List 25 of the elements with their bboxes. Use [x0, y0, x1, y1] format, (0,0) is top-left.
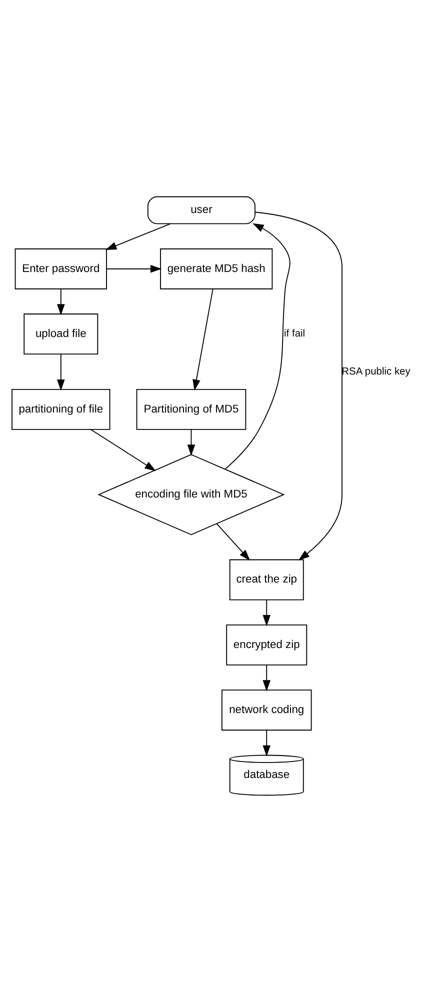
node-diamond: encoding file with MD5 — [98, 454, 285, 536]
arrow — [56, 354, 65, 391]
node-box: upload file — [24, 314, 98, 354]
arrow — [216, 523, 250, 561]
node-box: Enter password — [14, 248, 107, 290]
arrow — [56, 288, 65, 316]
node-box: generate MD5 hash — [160, 248, 273, 290]
node-box: Partitioning of MD5 — [136, 388, 246, 430]
node-box: encrypted zip — [226, 624, 308, 666]
arrow — [106, 264, 162, 273]
arrow — [254, 212, 342, 560]
edge-label: if fail — [284, 328, 306, 340]
node-box: partitioning of file — [12, 388, 110, 430]
arrow — [262, 730, 271, 757]
arrow — [90, 429, 156, 472]
node-box: creat the zip — [229, 559, 304, 600]
arrow — [105, 223, 171, 250]
edge-label: RSA public key — [342, 366, 410, 378]
arrow — [224, 223, 290, 470]
node-box: network coding — [221, 690, 312, 731]
arrow — [187, 429, 196, 456]
arrow — [262, 600, 271, 626]
node-box: user — [147, 196, 256, 224]
arrow — [192, 288, 214, 391]
arrow — [262, 664, 271, 692]
